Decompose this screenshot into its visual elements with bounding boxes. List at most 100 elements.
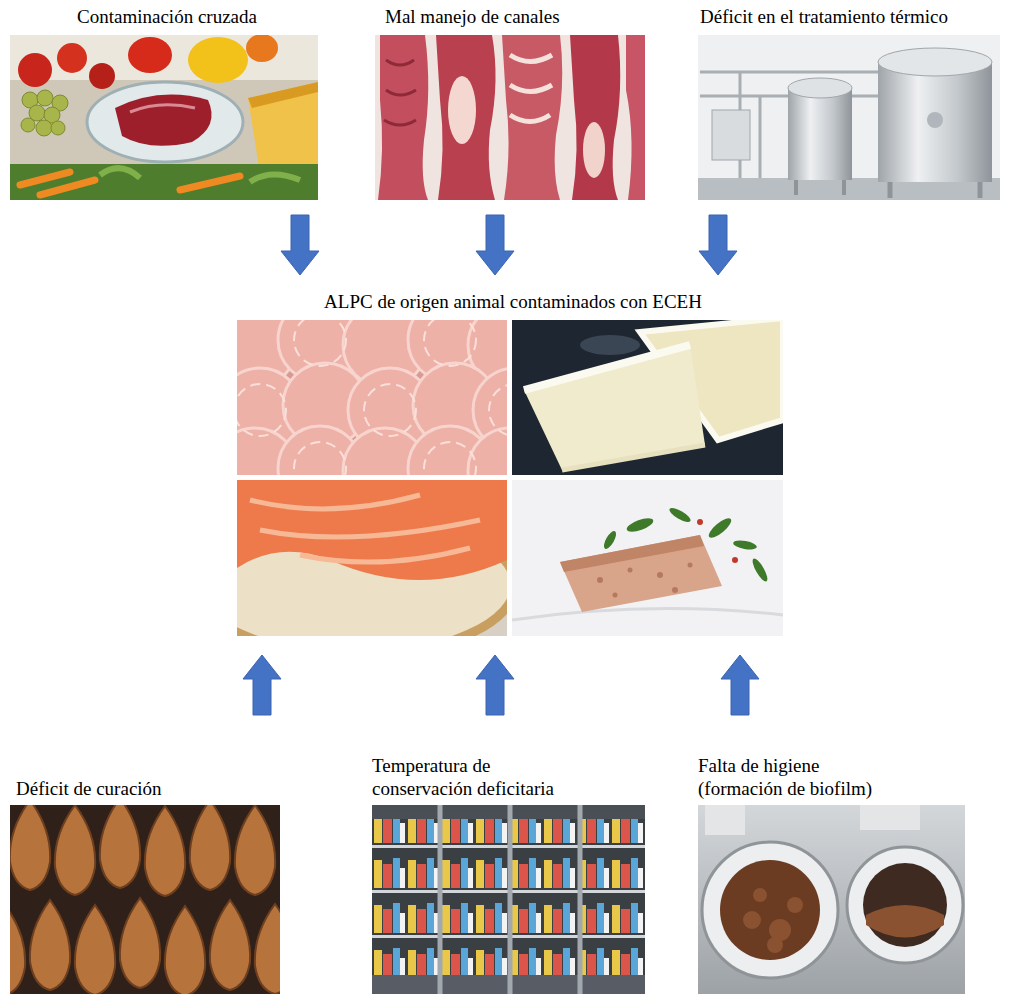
flow-arrow [721, 655, 759, 715]
carcass-photo-part [448, 76, 476, 144]
thermal-tanks-photo-part [712, 110, 750, 160]
biofilm-equipment-photo-part [860, 805, 920, 830]
cross-contamination-photo-part [89, 63, 115, 89]
cross-contamination-photo [10, 35, 318, 200]
flow-arrow [281, 215, 319, 275]
biofilm-equipment-photo-part [847, 847, 963, 963]
cross-contamination-photo-part [10, 164, 318, 200]
carcass-photo-part [626, 35, 645, 200]
brie-cheese-photo-part [524, 345, 690, 390]
pate-terrine-photo-part-part [625, 516, 655, 535]
pate-terrine-photo-part [597, 563, 693, 598]
cured-hams-photo-part [210, 900, 250, 990]
display-fridge-photo [372, 805, 645, 994]
smoked-salmon-photo-part [250, 495, 480, 562]
pate-terrine-photo-part-part [657, 572, 663, 578]
cause-label: Déficit de curación [10, 777, 272, 800]
ham-slices-photo-part-part [424, 320, 476, 366]
brie-cheese-photo [512, 320, 783, 475]
thermal-tanks-photo-part [698, 35, 1000, 200]
pate-terrine-photo-part-part [668, 506, 693, 525]
biofilm-equipment-photo-part [863, 863, 947, 947]
biofilm-equipment-photo-part-part [743, 911, 761, 929]
cross-contamination-photo-part [100, 168, 300, 182]
smoked-salmon-photo-part [237, 480, 507, 580]
result-title: ALPC de origen animal contaminados con E… [235, 290, 791, 313]
ham-slices-photo-part [237, 320, 507, 475]
pate-terrine-photo-part [602, 506, 770, 584]
thermal-tanks-photo-part [788, 88, 852, 180]
thermal-tanks-photo-part [788, 78, 852, 98]
biofilm-equipment-photo-part-part [753, 888, 767, 902]
carcass-photo-part [384, 60, 416, 125]
display-fridge-photo-part [372, 805, 645, 994]
cured-hams-photo-part [10, 805, 280, 994]
cross-contamination-photo-part [18, 53, 52, 87]
cured-hams-photo-part [30, 900, 70, 990]
cross-contamination-photo-part [128, 37, 172, 73]
biofilm-equipment-photo-part [705, 805, 745, 835]
biofilm-equipment-photo-part [698, 805, 965, 994]
cause-label: Déficit en el tratamiento térmico [698, 5, 1014, 28]
cross-contamination-photo-part [10, 35, 318, 80]
biofilm-equipment-photo-part [866, 905, 944, 938]
cross-contamination-photo-part [246, 35, 278, 62]
cause-node: Mal manejo de canales [375, 5, 651, 203]
cured-hams-photo-part [55, 805, 95, 895]
carcass-photo-part [378, 35, 428, 200]
thermal-tanks-photo-part [927, 112, 943, 128]
cause-node: Falta de higiene (formación de biofilm) [698, 748, 973, 992]
cross-contamination-photo-part-part [51, 121, 65, 135]
pate-terrine-photo-part-part [597, 577, 603, 583]
pate-terrine-photo-part [512, 609, 783, 620]
cured-hams-photo-part [75, 905, 115, 994]
cured-hams-photo-part [100, 805, 140, 888]
cause-node: Déficit de curación [10, 748, 285, 992]
cross-contamination-photo-part [188, 37, 248, 83]
brie-cheese-photo-part [580, 335, 640, 355]
pate-terrine-photo-part [512, 480, 783, 636]
cured-hams-photo-part [165, 906, 205, 994]
pate-terrine-photo-part-part [613, 593, 618, 598]
smoked-salmon-photo [237, 480, 507, 636]
flow-arrow [699, 215, 737, 275]
pate-terrine-photo-part-part [706, 515, 734, 541]
pate-terrine-photo-part [560, 535, 722, 612]
carcass-photo-part [436, 35, 496, 200]
cause-node: Déficit en el tratamiento térmico [698, 5, 1014, 203]
cured-hams-photo-part [10, 805, 50, 890]
pate-terrine-photo-part-part [732, 539, 757, 551]
ham-slices-photo-part-part [468, 428, 507, 475]
biofilm-equipment-photo-part [720, 860, 820, 960]
thermal-tanks-photo-part [890, 182, 980, 198]
thermal-tanks-photo-part [878, 48, 992, 76]
ham-slices-photo-part-part [364, 384, 416, 436]
flow-arrow [476, 215, 514, 275]
carcass-photo-part [510, 55, 552, 122]
cross-contamination-photo-part-part [37, 90, 53, 106]
cross-contamination-photo-part [248, 82, 318, 108]
cause-label: Temperatura de conservación deficitaria [372, 754, 594, 800]
ham-slices-photo-part-part [237, 384, 286, 436]
flow-arrow [476, 655, 514, 715]
cause-node: Contaminación cruzada [10, 5, 324, 203]
carcass-photo [375, 35, 645, 200]
ham-slices-photo-part [237, 320, 507, 475]
pate-terrine-photo-part [560, 535, 704, 572]
biofilm-equipment-photo-part-part [787, 897, 803, 913]
biofilm-equipment-photo-part [743, 888, 803, 953]
ham-slices-photo-part-part [489, 384, 507, 436]
carcass-photo-part [502, 35, 562, 200]
cross-contamination-photo-part [115, 95, 212, 146]
pate-terrine-photo-part [732, 557, 738, 563]
carcass-photo-part [583, 122, 605, 178]
cross-contamination-photo-part-part [21, 118, 35, 132]
pate-terrine-photo-part-part [628, 568, 633, 573]
cause-label: Falta de higiene (formación de biofilm) [698, 754, 903, 800]
cured-hams-photo-part [145, 806, 185, 896]
carcass-photo-part [570, 35, 620, 200]
cured-hams-photo-part [235, 805, 275, 895]
